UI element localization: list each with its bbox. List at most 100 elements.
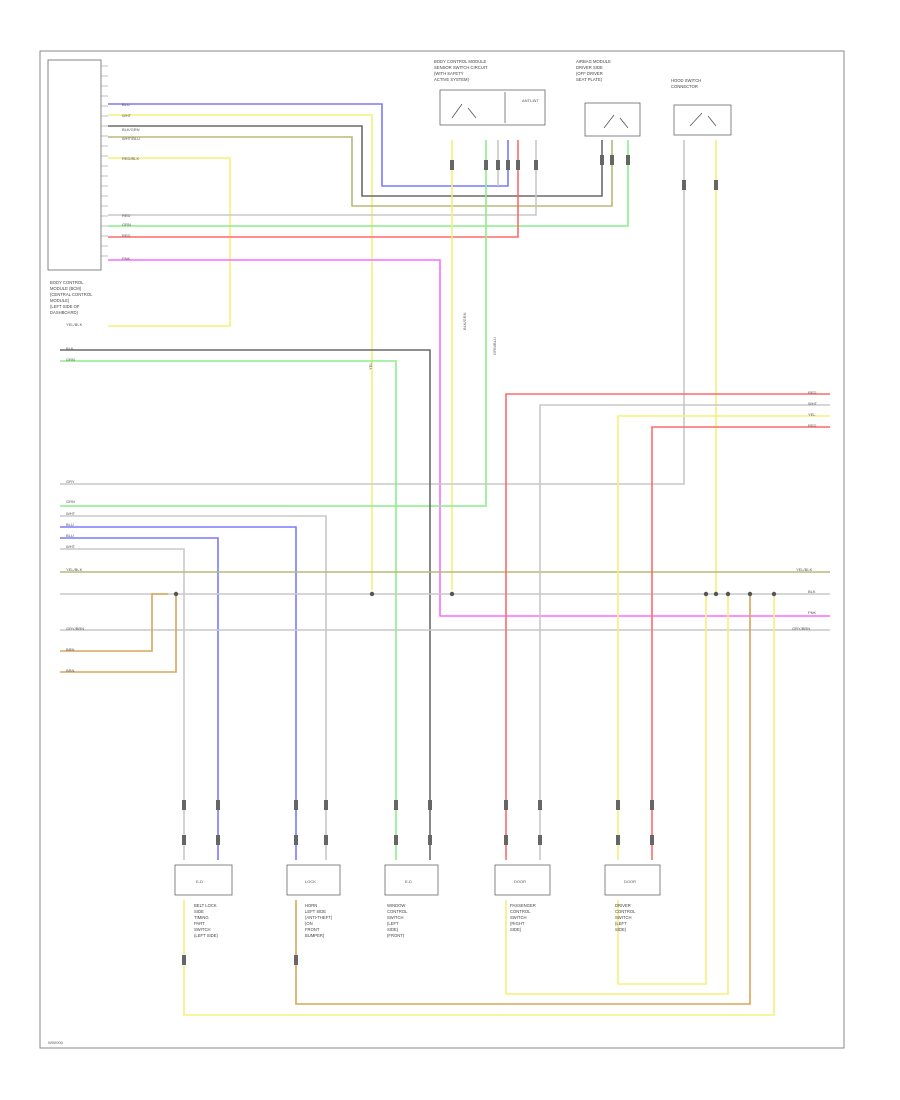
wire-loop-3 [505,594,729,995]
connector-bottom-upper-9 [650,800,654,810]
top-sensor-3-caption-2: CONNECTOR [671,84,698,89]
wire-label-left-8: WHT [66,544,76,549]
top-sensor-2-caption-2: DRIVER SIDE [576,65,603,70]
bottom-component-3-caption-1: WINDOW [387,903,405,908]
bottom-component-5-caption-4: (LEFT [615,921,627,926]
bottom-component-2-caption-5: FRONT [305,927,320,932]
wire-label-right-7: GRY/BRN [792,626,810,631]
wire-left-blk [60,349,431,860]
control-module: BODY CONTROL MODULE (BCM) (CENTRAL CONTR… [47,59,108,315]
wire-label-bcm-1: WHT [122,113,132,118]
wire-label-right-4: YEL/BLK [796,567,813,572]
bottom-component-4-caption-4: (RIGHT [510,921,525,926]
bottom-component-3-caption-2: CONTROL [387,909,408,914]
top-sensor-1: BODY CONTROL MODULE SENSOR SWITCH CIRCUI… [434,59,546,126]
connector-s1-1 [484,160,488,170]
bottom-component-1-caption-5: SWITCH [194,927,211,932]
connector-bottom-lower-1 [216,835,220,845]
connector-s1-0 [450,160,454,170]
splice-dot-5 [725,591,731,597]
control-module-pins [101,65,108,257]
wire-label-left-1: BLK [66,346,74,351]
wires [60,103,830,1016]
bottom-component-4-caption-3: SWITCH [510,915,527,920]
splice-labels: YEL BLK/GRN GRN/BLU [368,312,497,370]
wire-blk-top [108,125,603,197]
wire-label-bcm-0: BLU [122,102,130,107]
connector-bottom-upper-4 [394,800,398,810]
wire-label-right-0: RED [808,390,817,395]
connector-s2-0 [600,155,604,165]
wire-label-bcm-11: RED [122,213,131,218]
splice-label-1: BLK/GRN [462,312,467,330]
top-sensor-3: HOOD SWITCH CONNECTOR [671,78,732,136]
connector-bottom-upper-2 [294,800,298,810]
wire-label-left-5: WHT [66,511,76,516]
connector-bottom-lower-5 [428,835,432,845]
connector-s3-0 [682,180,686,190]
connector-bottom-lower-9 [650,835,654,845]
wire-label-right-6: PNK [808,610,817,615]
bottom-component-2: LOCK HORN LEFT SIDE (ANTI-THEFT) (ON FRO… [286,864,341,938]
wire-grn-right [108,140,629,227]
connector-s2-1 [610,155,614,165]
connector-s1-3 [506,160,510,170]
wire-label-left-12: BRN [66,668,75,673]
top-sensor-2-caption-3: (OFF DRIVER [576,71,603,76]
bottom-component-2-caption-2: LEFT SIDE [305,909,326,914]
bottom-component-5-caption-5: SIDE) [615,927,627,932]
connector-s1-4 [516,160,520,170]
wire-label-left-6: BLU [66,522,74,527]
connectors [173,155,777,965]
wire-left-grn [60,360,397,860]
connector-bottom-upper-8 [616,800,620,810]
splice-dot-2 [173,591,179,597]
bottom-component-1-label: E-D [196,879,203,884]
wire-left-blu1 [60,526,297,860]
connector-bottom-upper-7 [538,800,542,810]
bottom-component-2-caption-4: (ON [305,921,313,926]
wire-label-right-5: BLK [808,589,816,594]
control-module-caption-6: DASHBOARD) [50,310,79,315]
top-sensor-1-caption-3: (WITH SAFETY [434,71,464,76]
bottom-component-4-caption-2: CONTROL [510,909,531,914]
top-sensor-2-caption-1: AIRBAG MODULE [576,59,611,64]
bottom-component-5-caption-1: DRIVER [615,903,631,908]
wire-s1-b [60,140,487,507]
wire-right-wht [539,404,830,860]
control-module-caption-2: MODULE (BCM) [50,286,82,291]
connector-bottom-lower-8 [616,835,620,845]
bottom-component-4-caption-5: SIDE) [510,927,522,932]
wire-loop-1 [183,594,775,1016]
bottom-component-2-caption-1: HORN [305,903,317,908]
connector-bottom-lower-6 [504,835,508,845]
wire-right-red2 [651,426,830,860]
connector-bottom-lower-2 [294,835,298,845]
splice-dot-3 [703,591,709,597]
top-sensor-1-caption-2: SENSOR SWITCH CIRCUIT [434,65,488,70]
bottom-component-2-caption-6: BUMPER) [305,933,325,938]
control-module-caption-1: BODY CONTROL [50,280,84,285]
wire-blu-top [108,103,509,187]
bottom-component-3-caption-3: SWITCH [387,915,404,920]
wire-left-wht2 [60,548,185,860]
bottom-component-1-caption-6: (LEFT SIDE) [194,933,218,938]
bottom-component-1-caption-2: SIDE [194,909,204,914]
wire-red-right [108,140,519,238]
control-module-caption-5: (LEFT SIDE OF [50,304,80,309]
wire-yel-top [108,114,373,590]
wire-grn-top [108,136,613,207]
bottom-component-2-label: LOCK [305,879,316,884]
connector-bottom-upper-3 [324,800,328,810]
bottom-component-1-caption-1: BELT LOCK [194,903,217,908]
connector-s1-5 [534,160,538,170]
wire-label-left-9: YEL/BLK [66,567,83,572]
wire-label-left-10: GRY/BRN [66,626,84,631]
wire-loop-2 [295,594,751,1005]
bottom-component-1-caption-4: PART [194,921,205,926]
splice-label-2: GRN/BLU [492,337,497,355]
splice-dot-7 [771,591,777,597]
wire-left-wht [60,515,327,860]
bottom-component-5-caption-3: SWITCH [615,915,632,920]
